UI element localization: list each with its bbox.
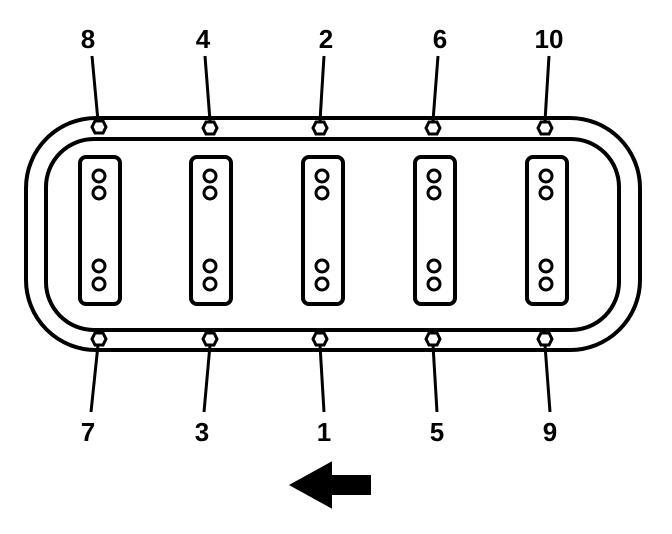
bolt-label: 10	[535, 24, 564, 54]
bearing-cap-5	[525, 155, 569, 306]
front-direction-arrow	[288, 461, 371, 509]
bearing-cap-1	[78, 155, 122, 306]
bottom-bolt-7: 7	[81, 331, 108, 447]
housing-outer-outline	[24, 116, 642, 352]
bottom-bolt-9: 9	[536, 331, 557, 447]
bolt-label: 9	[543, 417, 557, 447]
bottom-bolt-3: 3	[195, 331, 219, 447]
bolt-label: 5	[430, 417, 444, 447]
housing-inner-outline	[44, 137, 621, 332]
top-bolt-6: 6	[424, 24, 447, 136]
bolt-label: 7	[81, 417, 95, 447]
bottom-bolt-5: 5	[424, 331, 444, 447]
top-bolt-2: 2	[311, 24, 333, 136]
top-bolt-4: 4	[196, 24, 219, 136]
top-bolt-10: 10	[535, 24, 564, 136]
bearing-cap-4	[413, 155, 457, 306]
top-bolt-8: 8	[81, 24, 108, 135]
bolt-label: 6	[433, 24, 447, 54]
bottom-bolt-1: 1	[311, 331, 331, 447]
bolt-label: 1	[317, 417, 331, 447]
bolt-label: 2	[319, 24, 333, 54]
bearing-cap-3	[301, 155, 345, 306]
bolt-label: 3	[195, 417, 209, 447]
bolt-label: 8	[81, 24, 95, 54]
bearing-cap-2	[189, 155, 233, 306]
bolt-label: 4	[196, 24, 211, 54]
